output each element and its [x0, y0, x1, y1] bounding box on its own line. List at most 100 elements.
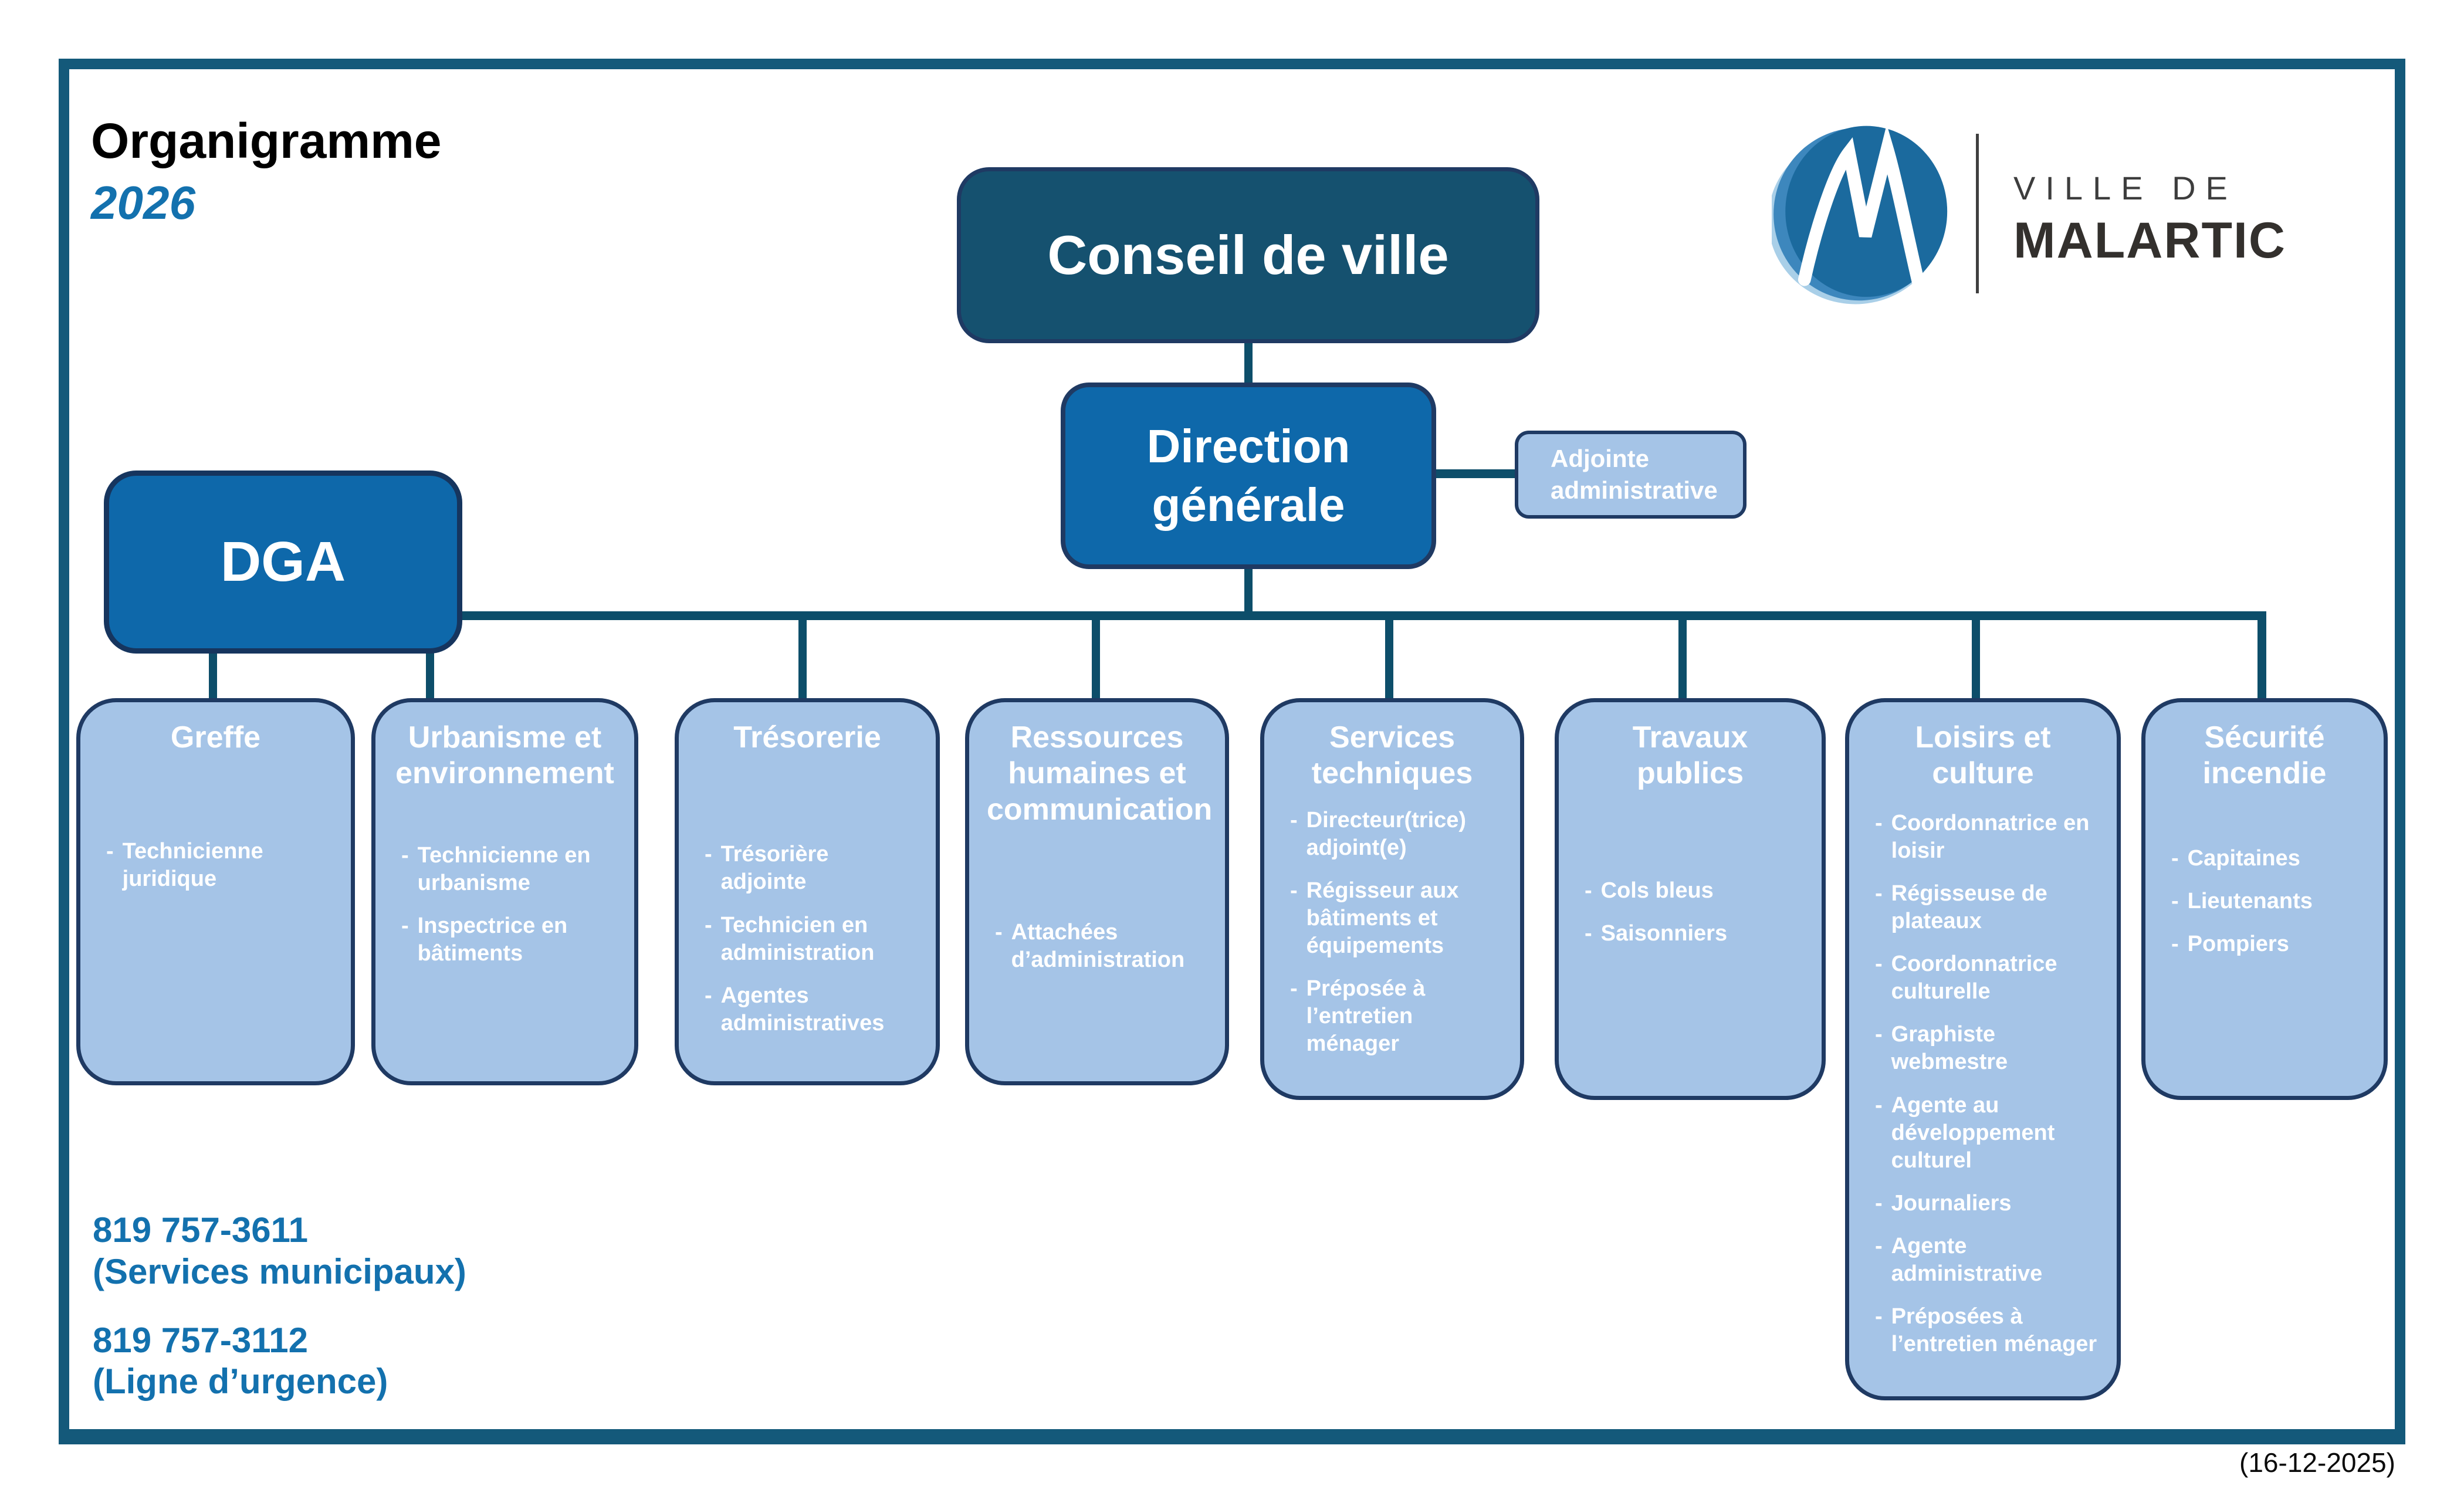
- conseil-de-ville-box: Conseil de ville: [957, 167, 1539, 343]
- item-label: Technicien en administration: [720, 912, 875, 965]
- direction-generale-box: Direction générale: [1061, 383, 1436, 569]
- dept-item: -Préposée à l’entretien ménager: [1282, 975, 1502, 1058]
- item-dash: -: [401, 913, 409, 938]
- item-label: Coordonnatrice culturelle: [1891, 952, 2057, 1004]
- dept-items: -Cols bleus -Saisonniers: [1576, 877, 1804, 947]
- connector-direction-trunk: [1244, 567, 1253, 620]
- item-label: Coordonnatrice en loisir: [1891, 810, 2090, 863]
- item-dash: -: [1875, 1234, 1883, 1259]
- dept-items: -Coordonnatrice en loisir-Régisseuse de …: [1867, 810, 2099, 1359]
- item-label: Inspectrice en bâtiments: [417, 913, 568, 966]
- phone-label-urgence: (Ligne d’urgence): [93, 1362, 388, 1402]
- connector-dga-urbanisme: [426, 651, 434, 701]
- connector-drop-travaux: [1678, 616, 1687, 701]
- item-label: Préposée à l’entretien ménager: [1306, 976, 1426, 1057]
- dept-items: -Technicienne en urbanisme -Inspectrice e…: [393, 842, 617, 967]
- item-label: Cols bleus: [1600, 878, 1714, 903]
- dept-item: -Coordonnatrice culturelle: [1867, 950, 2099, 1006]
- connector-dga-greffe: [209, 651, 217, 701]
- dept-box: Sécurité incendie-Capitaines-Lieutenants…: [2141, 698, 2388, 1100]
- item-dash: -: [1875, 1304, 1883, 1329]
- malartic-m-logo-icon: [1772, 124, 1948, 304]
- dept-item: -Coordonnatrice en loisir: [1867, 810, 2099, 865]
- header: Organigramme 2026: [91, 115, 442, 228]
- item-label: Saisonniers: [1600, 920, 1728, 946]
- item-label: Agente au développement culturel: [1891, 1092, 2055, 1173]
- logo-ville-de: VILLE DE: [2013, 170, 2238, 207]
- dept-item: -Pompiers: [2163, 930, 2366, 958]
- dept-item: -Saisonniers: [1576, 920, 1804, 947]
- dept-box: Loisirs et culture-Coordonnatrice en loi…: [1845, 698, 2121, 1400]
- dept-item: -Inspectrice en bâtiments: [393, 912, 617, 967]
- item-label: Graphiste webmestre: [1891, 1022, 2008, 1075]
- dept-title: Ressources humaines et communication: [987, 720, 1213, 827]
- item-label: Lieutenants: [2187, 888, 2313, 913]
- connector-drop-tresorerie: [798, 616, 807, 701]
- dept-item: -Régisseur aux bâtiments et équipements: [1282, 877, 1502, 960]
- dept-item: -Trésorière adjointe: [696, 841, 918, 896]
- dept-items: -Technicienne juridique: [98, 838, 333, 893]
- item-label: Régisseuse de plateaux: [1891, 881, 2047, 934]
- item-dash: -: [1290, 878, 1298, 903]
- logo-text: VILLE DE MALARTIC: [2013, 169, 2286, 270]
- dept-item: -Capitaines: [2163, 845, 2366, 872]
- dept-title: Urbanisme et environnement: [395, 720, 614, 791]
- connector-drop-services: [1385, 616, 1393, 701]
- item-label: Agentes administratives: [720, 983, 885, 1035]
- connector-trunk: [461, 611, 2266, 620]
- item-label: Technicienne juridique: [122, 839, 263, 892]
- connector-conseil-direction: [1244, 342, 1253, 384]
- phone-block: 819 757-3611 (Services municipaux) 819 7…: [93, 1210, 466, 1430]
- item-dash: -: [2171, 888, 2179, 913]
- dept-title: Sécurité incendie: [2202, 720, 2327, 791]
- dept-box: Ressources humaines et communication -Att…: [965, 698, 1229, 1085]
- item-label: Agente administrative: [1891, 1234, 2043, 1287]
- dept-item: -Préposées à l’entretien ménager: [1867, 1303, 2099, 1358]
- dept-title: Travaux publics: [1632, 720, 1748, 791]
- dept-item: -Journaliers: [1867, 1190, 2099, 1217]
- item-dash: -: [2171, 845, 2179, 871]
- dept-item: -Agente administrative: [1867, 1233, 2099, 1288]
- dept-box: Services techniques-Directeur(trice) adj…: [1260, 698, 1524, 1100]
- item-dash: -: [995, 920, 1003, 945]
- item-label: Trésorière adjointe: [720, 842, 829, 895]
- item-dash: -: [106, 839, 114, 864]
- item-label: Attachées d’administration: [1011, 920, 1185, 973]
- phone-number-urgence: 819 757-3112: [93, 1320, 309, 1360]
- adjointe-administrative-box: Adjointe administrative: [1515, 431, 1747, 519]
- item-dash: -: [1875, 810, 1883, 835]
- item-label: Régisseur aux bâtiments et équipements: [1306, 878, 1459, 959]
- page-year: 2026: [91, 177, 195, 229]
- dept-item: -Agentes administratives: [696, 982, 918, 1037]
- item-dash: -: [1875, 881, 1883, 906]
- item-dash: -: [1875, 1022, 1883, 1047]
- dept-title: Greffe: [170, 720, 261, 754]
- item-label: Pompiers: [2187, 931, 2289, 956]
- dept-item: -Directeur(trice) adjoint(e): [1282, 807, 1502, 862]
- connector-drop-loisirs: [1972, 616, 1980, 701]
- item-label: Directeur(trice) adjoint(e): [1306, 807, 1467, 860]
- dept-item: -Technicienne juridique: [98, 838, 333, 893]
- dept-box: Trésorerie-Trésorière adjointe-Technicie…: [675, 698, 940, 1085]
- item-dash: -: [1875, 1092, 1883, 1118]
- item-dash: -: [1585, 878, 1592, 903]
- connector-drop-securite: [2257, 616, 2266, 701]
- phone-number-municipal: 819 757-3611: [93, 1210, 309, 1250]
- dept-item: -Technicienne en urbanisme: [393, 842, 617, 897]
- logo-divider: [1976, 134, 1979, 293]
- item-label: Préposées à l’entretien ménager: [1891, 1304, 2097, 1357]
- dept-item: -Lieutenants: [2163, 888, 2366, 915]
- page-title: Organigramme: [91, 113, 442, 168]
- dept-item: -Attachées d’administration: [987, 919, 1207, 974]
- dept-title: Loisirs et culture: [1915, 720, 2051, 791]
- dept-items: -Directeur(trice) adjoint(e)-Régisseur a…: [1282, 807, 1502, 1058]
- connector-drop-ressources: [1092, 616, 1100, 701]
- dept-item: -Graphiste webmestre: [1867, 1021, 2099, 1076]
- item-dash: -: [1290, 976, 1298, 1001]
- phone-group-urgence: 819 757-3112 (Ligne d’urgence): [93, 1320, 466, 1403]
- logo-city-name: MALARTIC: [2013, 212, 2287, 269]
- item-dash: -: [1875, 952, 1883, 977]
- item-label: Capitaines: [2187, 845, 2300, 871]
- dept-title: Services techniques: [1311, 720, 1473, 791]
- item-dash: -: [705, 983, 712, 1008]
